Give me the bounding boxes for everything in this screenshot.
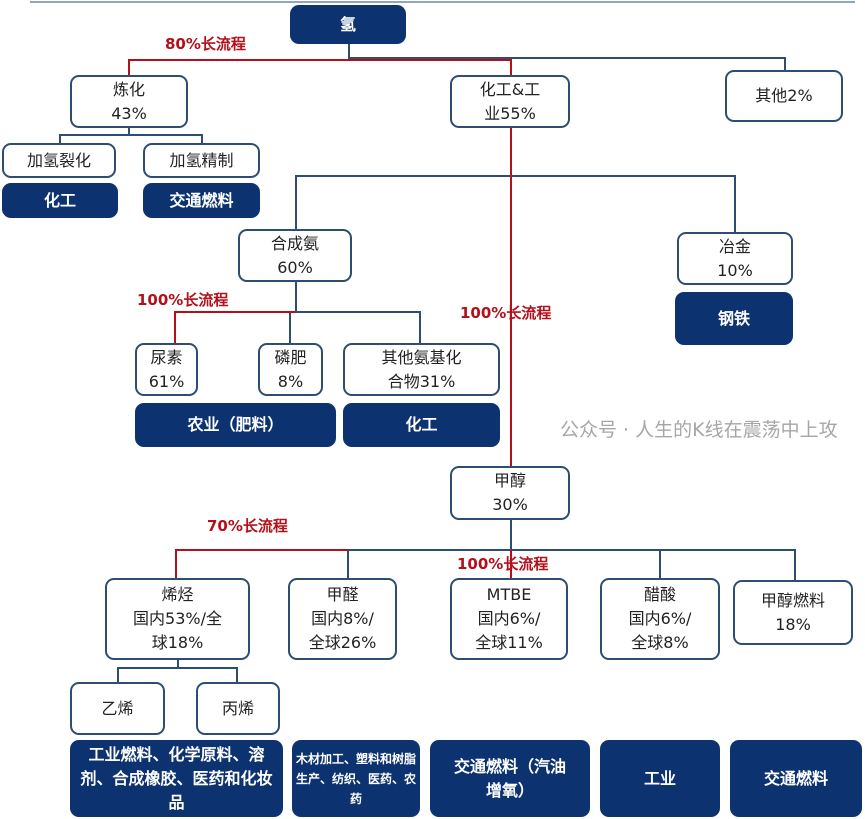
steel-box: 钢铁 bbox=[675, 292, 793, 345]
long-process-70-label: 70%长流程 bbox=[207, 517, 288, 535]
olefins-end-use-box: 工业燃料、化学原料、溶剂、合成橡胶、医药和化妆品 bbox=[70, 740, 283, 817]
refining-box: 炼化 43% bbox=[70, 75, 188, 128]
hydrotreating-box: 加氢精制 bbox=[143, 143, 260, 178]
long-process-80-label: 80%长流程 bbox=[165, 35, 246, 53]
agriculture-box: 农业（肥料） bbox=[135, 403, 336, 447]
formaldehyde-box: 甲醛 国内8%/ 全球26% bbox=[288, 578, 397, 660]
formaldehyde-end-use-box: 木材加工、塑料和树脂生产、纺织、医药、农药 bbox=[292, 740, 420, 817]
watermark: 公众号 · 人生的K线在震荡中上攻 bbox=[560, 419, 838, 441]
chemical-industry-box: 化工&工 业55% bbox=[450, 75, 570, 128]
ammonia-box: 合成氨 60% bbox=[238, 229, 352, 282]
olefins-box: 烯烃 国内53%/全 球18% bbox=[105, 578, 250, 660]
propylene-box: 丙烯 bbox=[196, 682, 280, 735]
hydrogen-root-box: 氢 bbox=[290, 5, 406, 44]
phosphate-box: 磷肥 8% bbox=[258, 343, 323, 396]
ammonia-chemical-box: 化工 bbox=[343, 403, 500, 447]
long-process-100-mtbe-label: 100%长流程 bbox=[457, 555, 549, 573]
urea-box: 尿素 61% bbox=[135, 343, 198, 396]
transport-fuel-box: 交通燃料 bbox=[143, 183, 260, 218]
metallurgy-box: 冶金 10% bbox=[677, 232, 793, 285]
long-process-100-methanol-label: 100%长流程 bbox=[460, 304, 552, 322]
methanol-fuel-box: 甲醇燃料 18% bbox=[733, 580, 853, 645]
chemical-use-box: 化工 bbox=[2, 183, 118, 218]
hydrocracking-box: 加氢裂化 bbox=[2, 143, 116, 178]
mtbe-box: MTBE 国内6%/ 全球11% bbox=[450, 578, 568, 660]
long-process-100-ammonia-label: 100%长流程 bbox=[137, 291, 229, 309]
acetic-end-use-box: 工业 bbox=[600, 740, 720, 817]
ethylene-box: 乙烯 bbox=[70, 682, 165, 735]
other-box: 其他2% bbox=[725, 70, 843, 122]
mtbe-end-use-box: 交通燃料（汽油增氧） bbox=[430, 740, 590, 817]
other-amino-box: 其他氨基化 合物31% bbox=[343, 343, 500, 396]
methanol-box: 甲醇 30% bbox=[450, 466, 570, 520]
methanol-fuel-end-use-box: 交通燃料 bbox=[730, 740, 862, 817]
acetic-acid-box: 醋酸 国内6%/ 全球8% bbox=[600, 578, 720, 660]
